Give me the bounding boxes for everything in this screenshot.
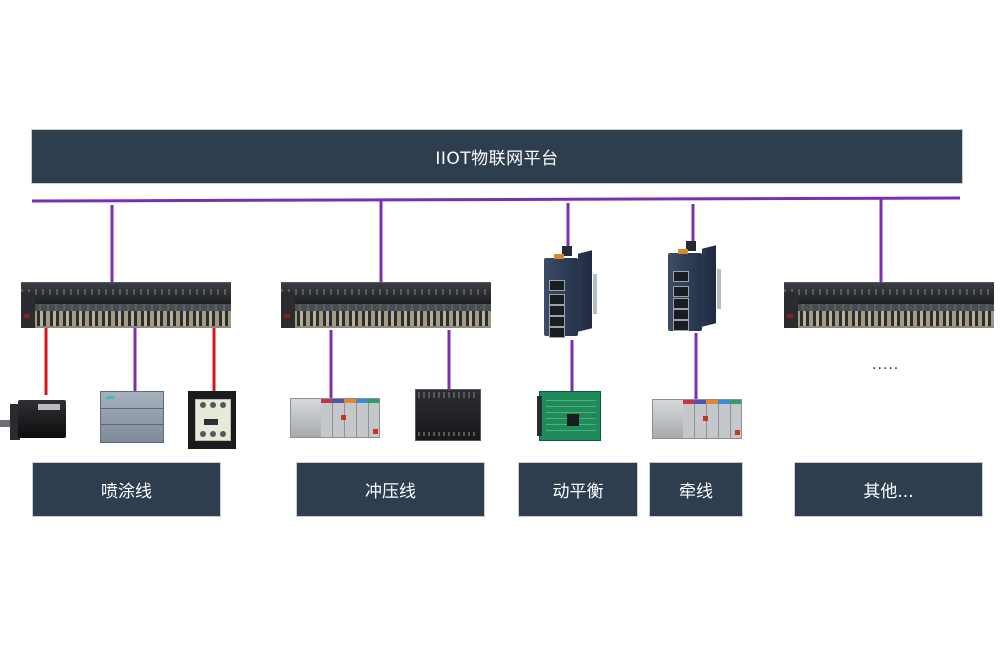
line-label-text: 冲压线 <box>365 482 416 502</box>
line-label-text: 喷涂线 <box>101 482 152 502</box>
plc-rack-1 <box>21 282 231 328</box>
ethernet-switch-1 <box>540 246 597 338</box>
line-label-balancing: 动平衡 <box>519 463 637 516</box>
line-label-wire-drawing: 牵线 <box>650 463 742 516</box>
compact-plc <box>415 389 481 441</box>
line-label-spraying: 喷涂线 <box>33 463 220 516</box>
platform-title: IIOT物联网平台 <box>435 149 559 169</box>
io-pcb-card <box>537 391 601 441</box>
servo-motor <box>0 398 68 442</box>
plc-rack-2 <box>281 282 491 328</box>
allen-bradley-plc-2 <box>652 399 742 439</box>
allen-bradley-plc-1 <box>290 398 380 438</box>
more-ellipsis: ..... <box>872 357 900 373</box>
line-label-text: 牵线 <box>679 482 713 502</box>
ethernet-switch-2 <box>664 241 721 331</box>
line-label-others: 其他... <box>795 463 982 516</box>
contactor <box>188 389 236 449</box>
network-bus <box>31 196 961 203</box>
siemens-s7-plc <box>100 391 164 443</box>
line-label-text: 动平衡 <box>552 482 604 502</box>
line-label-text: 其他... <box>863 482 914 502</box>
plc-rack-3 <box>784 282 994 328</box>
line-label-stamping: 冲压线 <box>297 463 484 516</box>
iiot-platform-bar: IIOT物联网平台 <box>32 130 962 183</box>
